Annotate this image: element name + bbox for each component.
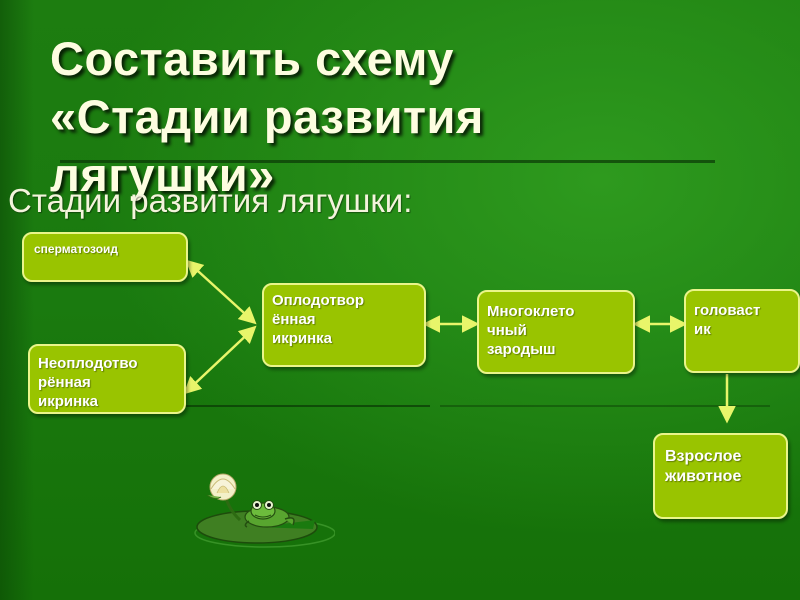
node-adult: Взрослое животное [653,433,788,519]
node-fertilized-egg: Оплодотвор ённая икринка [262,283,426,367]
arrow-unfertilized-to-fertilized [183,325,257,395]
left-shade-band [0,0,34,600]
node-unfertilized-egg: Неоплодотво рённая икринка [28,344,186,414]
node-sperm: сперматозоид [22,232,188,282]
arrow-sperm-to-fertilized [185,259,257,325]
frog-on-lily-pad-icon [194,473,335,548]
title-divider [60,160,715,163]
node-tadpole: головаст ик [684,289,800,373]
slide-subtitle: Стадии развития лягушки: [8,182,413,219]
node-multicellular-embryo: Многоклето чный зародыш [477,290,635,374]
decorative-line [440,405,770,407]
decorative-line [185,405,430,407]
slide-title: Составить схему «Стадии развития лягушки… [50,32,484,201]
